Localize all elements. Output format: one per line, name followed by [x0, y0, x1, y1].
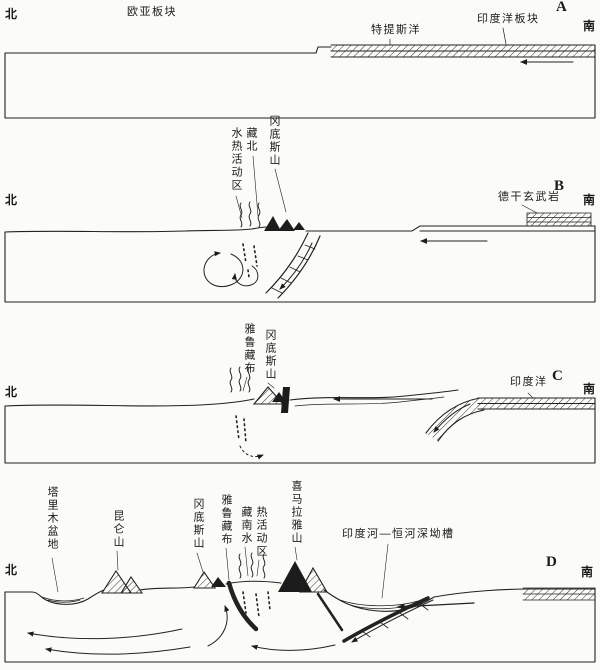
b-convection-swirl-1: [203, 251, 244, 288]
d-plateau-surface: [139, 586, 195, 591]
c-indian-plate-surface: [289, 389, 459, 401]
d-kunlun-peak-1: [100, 570, 133, 594]
c-ocean-leader: [527, 392, 534, 399]
b-ocean-plate-surface: [305, 225, 596, 232]
c-dotted-flow-curl: [239, 445, 264, 460]
compass-north-b: 北: [5, 193, 18, 207]
label-eurasian-plate: 欧亚板块: [127, 6, 177, 18]
d-himalaya-peak-2: [299, 566, 328, 593]
c-downbending-slab: [425, 397, 485, 442]
d-himalaya-peak-1: [278, 561, 312, 592]
c-ocean-crust-layers: [477, 397, 596, 410]
compass-south-b: 南: [583, 193, 596, 207]
label-tarim-basin: 塔里木盆地: [46, 486, 58, 551]
a-ocean-crust-layers: [330, 44, 596, 58]
b-convection-swirl-2: [231, 265, 259, 287]
b-tibet-surface: [4, 226, 267, 233]
label-gangdise-b: 冈底斯山: [268, 115, 280, 167]
label-indian-ocean: 印度洋: [510, 376, 548, 388]
b-deccan-basalt-layers: [526, 212, 592, 227]
b-volcano-2: [278, 219, 295, 231]
d-mantle-flow-arrow-2: [45, 646, 191, 655]
d-yarlung-suture-band: [226, 580, 259, 632]
b-deccan-leader: [521, 204, 538, 214]
c-tibet-surface: [4, 398, 255, 407]
label-kunlun: 昆仑山: [112, 510, 124, 549]
label-himalaya: 喜马拉雅山: [290, 480, 302, 545]
d-basin-fill-lines: [41, 596, 85, 603]
d-rising-magma-dots: [242, 591, 271, 618]
panel-c-cross-section: [4, 366, 596, 464]
d-tarim-basin-surface: [4, 589, 105, 605]
label-yarlung-zangbo-c: 雅鲁藏布: [243, 323, 255, 375]
panel-letter-c: C: [552, 368, 563, 384]
d-upwelling-arrow: [207, 605, 230, 647]
d-gangdise-peak-small: [211, 577, 226, 587]
b-section-frame: [4, 225, 596, 303]
d-plate-motion-arrow: [396, 602, 475, 610]
d-underthrust-arrow: [351, 599, 434, 643]
c-section-frame: [4, 397, 596, 464]
a-section-frame: [4, 44, 596, 119]
compass-north-c: 北: [5, 385, 18, 399]
b-volcano-1: [264, 216, 281, 231]
c-downbending-slab-hatch: [426, 398, 484, 441]
compass-north-d: 北: [5, 563, 18, 577]
label-south-tibet-hydrothermal: 藏南水 热活动区: [240, 506, 267, 558]
panel-b-cross-section: [4, 155, 596, 303]
label-north-tibet-hydrothermal: 藏北 水热活动区: [230, 127, 257, 192]
b-subduction-arrow: [279, 242, 313, 290]
d-section-frame: [4, 587, 596, 663]
d-mantle-flow-arrow-1: [27, 628, 183, 640]
compass-south-c: 南: [583, 382, 596, 396]
d-foreland-trough: [323, 589, 435, 612]
c-underthrust-arrow: [433, 403, 471, 433]
d-gangdise-peak: [193, 570, 217, 589]
label-deccan-basalt: 德干玄武岩: [498, 191, 561, 203]
b-rising-magma-dots: [242, 243, 258, 278]
d-hydrothermal-steam: [238, 552, 266, 579]
compass-south-a: 南: [583, 19, 596, 33]
compass-south-d: 南: [581, 565, 594, 579]
b-volcano-3: [293, 222, 305, 230]
d-kunlun-peak-2: [120, 575, 144, 594]
panel-d-cross-section: [4, 543, 596, 663]
compass-north-a: 北: [5, 7, 18, 21]
b-subducting-slab: [265, 232, 321, 299]
b-slab-hatch: [271, 244, 316, 294]
b-deccan-basalt-hatch: [527, 213, 591, 226]
d-slab-hatch: [361, 603, 429, 638]
label-gangdise-d: 冈底斯山: [192, 498, 204, 550]
c-label-leaders: [242, 376, 275, 392]
panel-a-cross-section: [4, 27, 596, 119]
a-eurasia-surface: [4, 46, 332, 54]
a-label-leaders: [389, 27, 507, 46]
d-label-leaders: [51, 543, 389, 599]
label-tethys-ocean: 特提斯洋: [371, 24, 421, 36]
d-counterflow-arrow: [251, 644, 336, 651]
panel-letter-d: D: [546, 554, 557, 570]
d-frontal-thrust: [316, 592, 344, 632]
label-gangdise-c: 冈底斯山: [264, 329, 276, 381]
c-suture-bar: [281, 387, 290, 413]
d-underthrust-slab: [342, 596, 430, 643]
d-south-tibet-surface: [225, 580, 282, 585]
label-yarlung-zangbo-d: 雅鲁藏布: [220, 494, 232, 546]
panel-letter-b: B: [554, 178, 565, 194]
d-ocean-crust-layers: [522, 587, 596, 601]
label-indian-ocean-plate: 印度洋板块: [477, 13, 540, 25]
panel-letter-a: A: [556, 0, 567, 15]
c-hydrothermal-steam: [229, 366, 251, 393]
b-label-leaders: [235, 155, 287, 219]
c-rising-magma-dots: [235, 415, 247, 444]
label-indus-ganges-trough: 印度河—恒河深坳槽: [342, 528, 455, 540]
